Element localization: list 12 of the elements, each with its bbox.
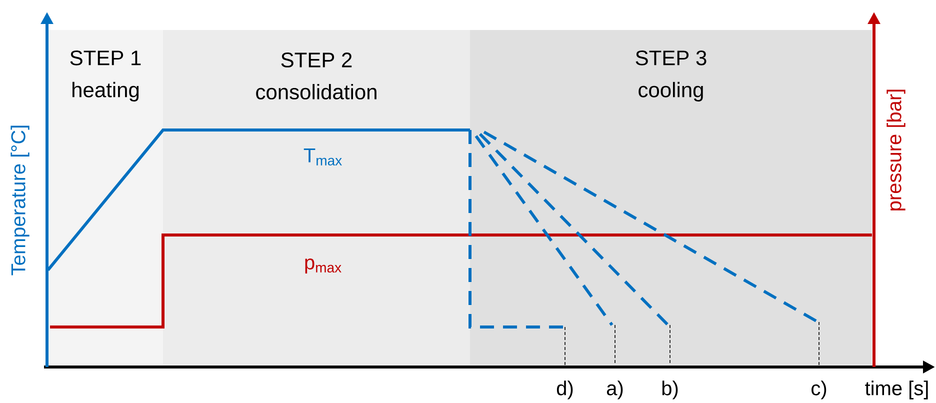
step-label: STEP 1 heating: [70, 50, 141, 102]
step-label: STEP 2 consolidation: [256, 52, 376, 100]
axis-title: time [s]: [865, 380, 928, 400]
axis-title: Temperature [°C]: [10, 126, 30, 276]
time-marker-label: c): [812, 380, 826, 400]
time-marker-label: b): [662, 380, 678, 400]
curve-label: T$_{max}$: [304, 148, 342, 166]
time-marker-label: d): [556, 380, 573, 400]
step-label: STEP 3 cooling: [636, 50, 706, 102]
time-marker-label: a): [606, 380, 623, 400]
axis-title: pressure [bar]: [886, 90, 906, 210]
curve-label: p$_{max}$: [305, 258, 342, 274]
